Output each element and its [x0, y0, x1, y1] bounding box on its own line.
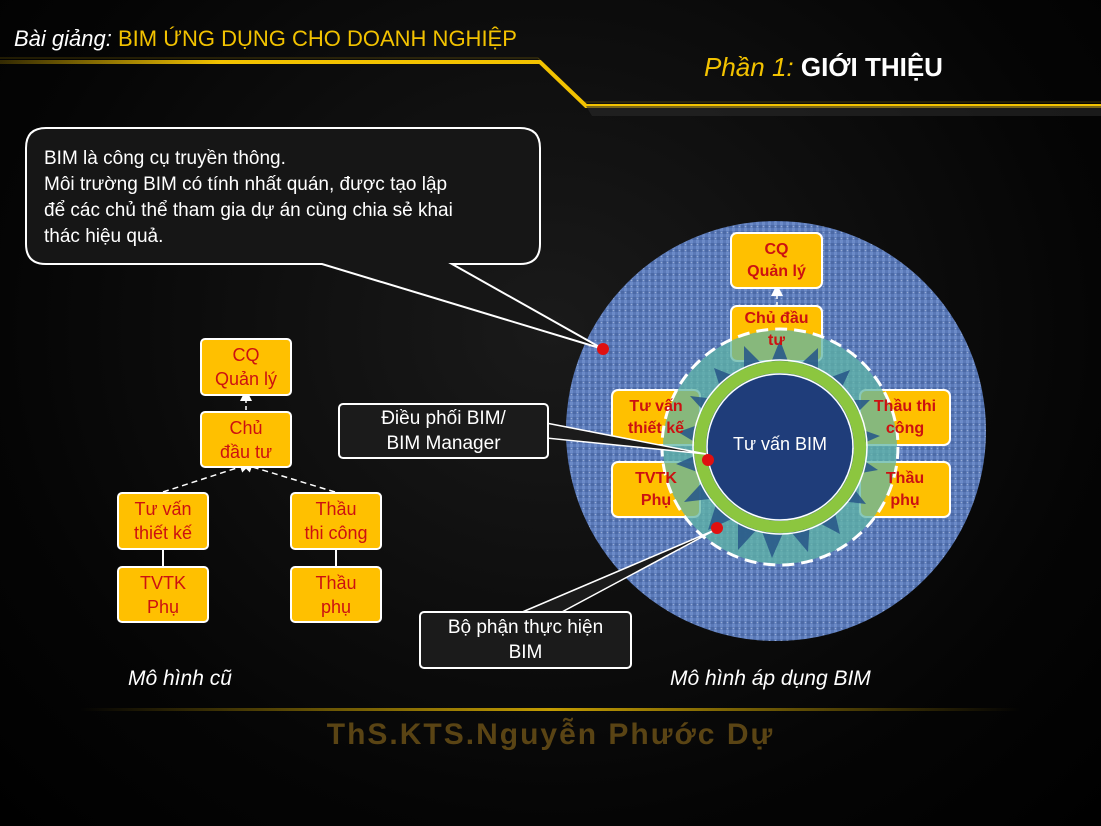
course-label: Bài giảng:	[14, 26, 112, 51]
bim-subdesigner-label: TVTK Phụ	[635, 469, 677, 509]
bim-authority-box	[730, 232, 823, 289]
red-dot-executor	[711, 522, 723, 534]
part-title: Phần 1: GIỚI THIỆU	[704, 52, 943, 83]
callout-line: Môi trường BIM có tính nhất quán, được t…	[44, 174, 448, 195]
coordinator-label: Điều phối BIM/ BIM Manager	[381, 408, 506, 454]
bim-designer-label: Tư vấn thiết kế	[627, 397, 684, 437]
bim-subcontractor-label: Thầu phụ	[885, 469, 925, 509]
old-subcontractor-label: Thầu phụ	[315, 572, 357, 617]
old-designer-label: Tư vấn thiết kế	[133, 499, 193, 543]
author-footer: ThS.KTS.Nguyễn Phước Dự	[326, 718, 775, 751]
callout-line: để các chủ thể tham gia dự án cùng chia …	[44, 200, 453, 221]
coordinator-box	[338, 403, 549, 459]
old-contractor-label: Thầu thi công	[304, 499, 368, 543]
bim-contractor-label: Thầu thi công	[873, 397, 937, 437]
course-title: Bài giảng: BIM ỨNG DỤNG CHO DOANH NGHIỆP	[14, 26, 517, 52]
bim-green-ring	[694, 361, 866, 533]
bim-model-caption: Mô hình áp dụng BIM	[670, 667, 871, 690]
red-dot-coordinator	[702, 454, 714, 466]
callout-text: BIM là công cụ truyền thông. Môi trường …	[44, 146, 524, 250]
callout-line: BIM là công cụ truyền thông.	[44, 148, 286, 169]
bim-center-label: Tư vấn BIM	[732, 433, 828, 454]
part-name: GIỚI THIỆU	[800, 52, 943, 82]
callout-line: thác hiệu quả.	[44, 226, 164, 247]
old-authority-box	[200, 338, 292, 396]
red-dot-environment	[597, 343, 609, 355]
old-contractor-box	[290, 492, 382, 550]
old-model-caption: Mô hình cũ	[128, 667, 232, 690]
part-label: Phần 1:	[704, 52, 794, 82]
old-subcontractor-box	[290, 566, 382, 623]
course-name: BIM ỨNG DỤNG CHO DOANH NGHIỆP	[117, 26, 517, 51]
bim-authority-label: CQ Quản lý	[747, 240, 806, 280]
old-subdesigner-box	[117, 566, 209, 623]
old-designer-box	[117, 492, 209, 550]
bim-owner-label: Chủ đầu tư	[744, 310, 809, 349]
executor-box	[419, 611, 632, 669]
callout-bubble	[25, 127, 604, 350]
old-subdesigner-label: TVTK Phụ	[139, 572, 186, 617]
old-owner-box	[200, 411, 292, 468]
executor-label: Bộ phận thực hiện BIM	[447, 617, 604, 663]
bim-core	[708, 375, 852, 519]
old-authority-label: CQ Quản lý	[214, 345, 278, 389]
old-owner-label: Chủ đầu tư	[219, 417, 273, 462]
